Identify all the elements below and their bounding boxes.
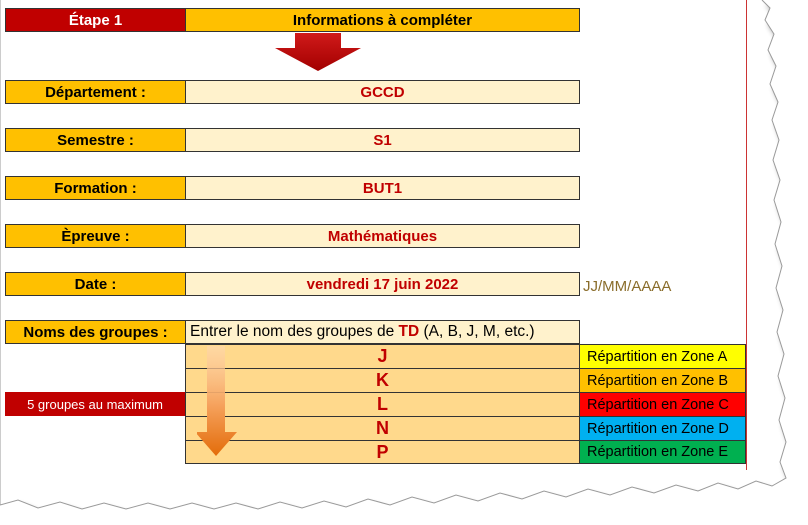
zone-a-label: Répartition en Zone A	[579, 344, 746, 369]
department-label: Département :	[5, 80, 186, 104]
semester-label: Semestre :	[5, 128, 186, 152]
etape-label: Étape 1	[5, 8, 186, 32]
date-label: Date :	[5, 272, 186, 296]
epreuve-label: Èpreuve :	[5, 224, 186, 248]
formation-field[interactable]: BUT1	[185, 176, 580, 200]
date-field[interactable]: vendredi 17 juin 2022	[185, 272, 580, 296]
date-format-hint: JJ/MM/AAAA	[583, 278, 672, 295]
page-break-line	[746, 0, 747, 470]
worksheet: Étape 1 Informations à compléter Départe…	[5, 0, 747, 470]
group-cell-4[interactable]: N	[185, 416, 580, 441]
max-groups-note: 5 groupes au maximum	[5, 392, 185, 416]
info-title: Informations à compléter	[185, 8, 580, 32]
formation-label: Formation :	[5, 176, 186, 200]
orange-down-arrow-icon	[197, 346, 237, 456]
down-arrow-icon	[275, 33, 361, 71]
semester-field[interactable]: S1	[185, 128, 580, 152]
zone-b-label: Répartition en Zone B	[579, 368, 746, 393]
group-cell-3[interactable]: L	[185, 392, 580, 417]
department-field[interactable]: GCCD	[185, 80, 580, 104]
epreuve-field[interactable]: Mathématiques	[185, 224, 580, 248]
zone-d-label: Répartition en Zone D	[579, 416, 746, 441]
group-cell-5[interactable]: P	[185, 440, 580, 464]
instruction-highlight: TD	[398, 323, 420, 340]
instruction-prefix: Entrer le nom des groupes de	[190, 323, 399, 340]
groups-instruction: Entrer le nom des groupes de TD (A, B, J…	[185, 320, 580, 344]
zone-c-label: Répartition en Zone C	[579, 392, 746, 417]
groups-label: Noms des groupes :	[5, 320, 186, 344]
group-cell-1[interactable]: J	[185, 344, 580, 369]
zone-e-label: Répartition en Zone E	[579, 440, 746, 464]
group-cell-2[interactable]: K	[185, 368, 580, 393]
instruction-suffix: (A, B, J, M, etc.)	[419, 323, 535, 340]
